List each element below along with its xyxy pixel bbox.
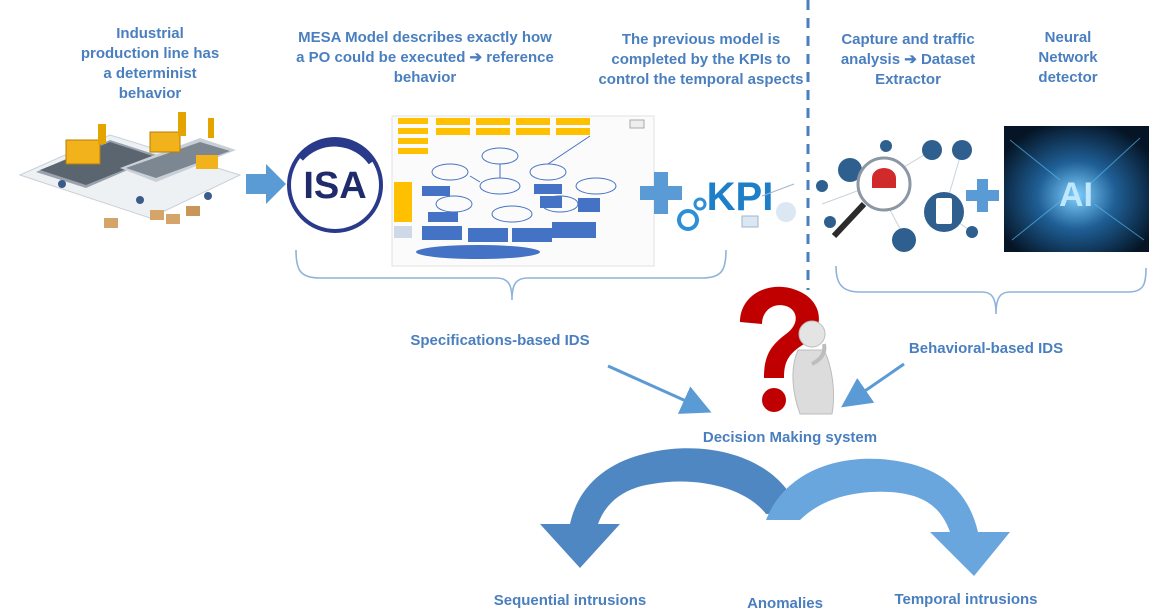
curved-arrow-right bbox=[766, 458, 1010, 576]
mesa-model-diagram bbox=[391, 115, 655, 267]
ai-neural-network-image: AI bbox=[1004, 126, 1149, 252]
question-mark-icon bbox=[740, 286, 819, 412]
isa-logo: ISA bbox=[287, 137, 383, 233]
label-industrial-line: Industrial production line has a determi… bbox=[80, 25, 220, 102]
label-neural-detector: Neural Network detector bbox=[1038, 29, 1098, 86]
svg-text:KPI: KPI bbox=[707, 175, 774, 219]
brace-behavioral bbox=[835, 265, 1147, 315]
arrow-right-icon bbox=[246, 164, 286, 204]
svg-text:AI: AI bbox=[1059, 176, 1093, 214]
plus-icon bbox=[966, 179, 999, 212]
label-mesa-model: MESA Model describes exactly how a PO co… bbox=[296, 29, 554, 86]
arrow-spec-to-decision bbox=[607, 364, 712, 414]
label-temporal-intrusions: Temporal intrusions bbox=[894, 591, 1038, 608]
label-sequential-intrusions: Sequential intrusions bbox=[493, 592, 647, 609]
production-line-illustration bbox=[18, 112, 242, 228]
label-capture-analysis: Capture and traffic analysis ➔ Dataset E… bbox=[840, 31, 976, 88]
thinking-person-icon bbox=[792, 320, 835, 415]
kpi-logo: KPI bbox=[677, 175, 796, 231]
arrow-behav-to-decision bbox=[841, 362, 905, 408]
svg-text:ISA: ISA bbox=[303, 165, 366, 207]
label-specifications-ids: Specifications-based IDS bbox=[410, 332, 590, 349]
label-kpi-note: The previous model is completed by the K… bbox=[598, 31, 804, 88]
network-analysis-illustration bbox=[816, 140, 978, 252]
brace-specifications bbox=[295, 249, 727, 301]
label-decision-making: Decision Making system bbox=[702, 429, 878, 446]
plus-icon bbox=[640, 172, 682, 214]
label-behavioral-ids: Behavioral-based IDS bbox=[908, 340, 1064, 357]
curved-arrow-left bbox=[540, 448, 800, 568]
label-anomalies: Anomalies bbox=[747, 595, 823, 612]
